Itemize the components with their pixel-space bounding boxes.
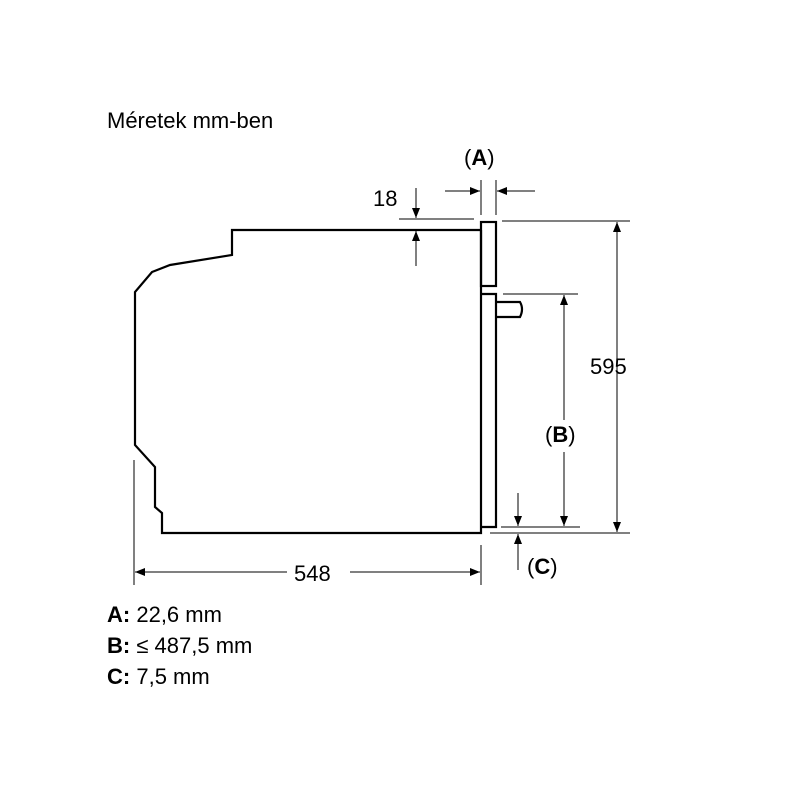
knob (496, 300, 524, 319)
label-depth: 548 (294, 561, 331, 586)
label-b: (B) (545, 422, 576, 447)
legend-item-c: C: 7,5 mm (107, 664, 210, 689)
label-top-offset: 18 (373, 186, 398, 211)
label-c: (C) (527, 554, 558, 579)
legend-item-b: B: ≤ 487,5 mm (107, 633, 253, 658)
label-height: 595 (590, 354, 627, 379)
label-a: (A) (464, 145, 495, 170)
door-lower-panel (481, 292, 498, 529)
legend-item-a: A: 22,6 mm (107, 602, 222, 627)
page-title: Méretek mm-ben (107, 108, 274, 133)
door-upper-panel (479, 220, 498, 288)
oven-body-outline (133, 228, 483, 535)
